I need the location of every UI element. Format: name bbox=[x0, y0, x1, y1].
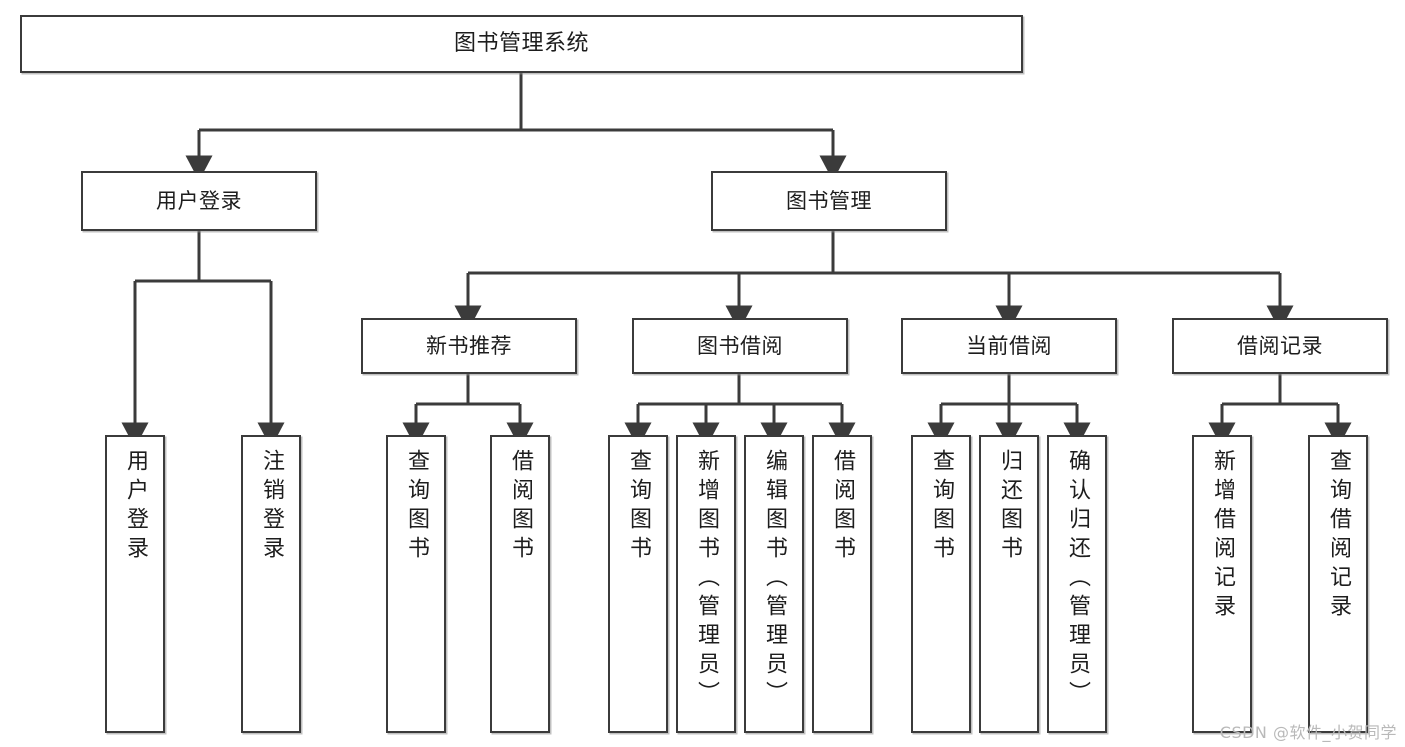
leaf-current-borrow-return-book[interactable]: 归还图书 bbox=[979, 435, 1039, 733]
node-user-login[interactable]: 用户登录 bbox=[81, 171, 317, 231]
node-borrowing-record[interactable]: 借阅记录 bbox=[1172, 318, 1388, 374]
leaf-book-borrow-borrow-book[interactable]: 借阅图书 bbox=[812, 435, 872, 733]
leaf-user-login-login[interactable]: 用户登录 bbox=[105, 435, 165, 733]
node-label: 查询图书 bbox=[626, 449, 651, 565]
node-label: 图书借阅 bbox=[697, 333, 783, 358]
node-label: 新增借阅记录 bbox=[1210, 449, 1235, 623]
node-label: 图书管理 bbox=[786, 188, 872, 213]
leaf-new-book-query-book[interactable]: 查询图书 bbox=[386, 435, 446, 733]
leaf-user-login-logout[interactable]: 注销登录 bbox=[241, 435, 301, 733]
csdn-watermark: CSDN @软件_小贺同学 bbox=[1219, 723, 1397, 742]
node-label: 新增图书（管理员） bbox=[694, 449, 719, 710]
node-book-borrowing[interactable]: 图书借阅 bbox=[632, 318, 848, 374]
node-label: 借阅图书 bbox=[830, 449, 855, 565]
leaf-book-borrow-edit-book-admin[interactable]: 编辑图书（管理员） bbox=[744, 435, 804, 733]
node-label: 注销登录 bbox=[259, 449, 284, 565]
node-label: 用户登录 bbox=[123, 449, 148, 565]
node-label: 借阅记录 bbox=[1237, 333, 1323, 358]
leaf-book-borrow-add-book-admin[interactable]: 新增图书（管理员） bbox=[676, 435, 736, 733]
leaf-borrow-record-add-record[interactable]: 新增借阅记录 bbox=[1192, 435, 1252, 733]
node-label: 借阅图书 bbox=[508, 449, 533, 565]
leaf-current-borrow-query-book[interactable]: 查询图书 bbox=[911, 435, 971, 733]
node-label: 查询图书 bbox=[929, 449, 954, 565]
node-label: 编辑图书（管理员） bbox=[762, 449, 787, 710]
leaf-borrow-record-query-record[interactable]: 查询借阅记录 bbox=[1308, 435, 1368, 733]
leaf-book-borrow-query-book[interactable]: 查询图书 bbox=[608, 435, 668, 733]
node-label: 图书管理系统 bbox=[453, 31, 589, 57]
node-label: 查询图书 bbox=[404, 449, 429, 565]
node-label: 确认归还（管理员） bbox=[1065, 449, 1090, 710]
node-current-borrowing[interactable]: 当前借阅 bbox=[901, 318, 1117, 374]
node-book-management[interactable]: 图书管理 bbox=[711, 171, 947, 231]
node-label: 当前借阅 bbox=[966, 333, 1052, 358]
node-root-book-management-system[interactable]: 图书管理系统 bbox=[20, 15, 1023, 73]
leaf-current-borrow-confirm-return-admin[interactable]: 确认归还（管理员） bbox=[1047, 435, 1107, 733]
node-new-book-recommendation[interactable]: 新书推荐 bbox=[361, 318, 577, 374]
leaf-new-book-borrow-book[interactable]: 借阅图书 bbox=[490, 435, 550, 733]
node-label: 归还图书 bbox=[997, 449, 1022, 565]
node-label: 新书推荐 bbox=[426, 333, 512, 358]
node-label: 用户登录 bbox=[156, 188, 242, 213]
node-label: 查询借阅记录 bbox=[1326, 449, 1351, 623]
